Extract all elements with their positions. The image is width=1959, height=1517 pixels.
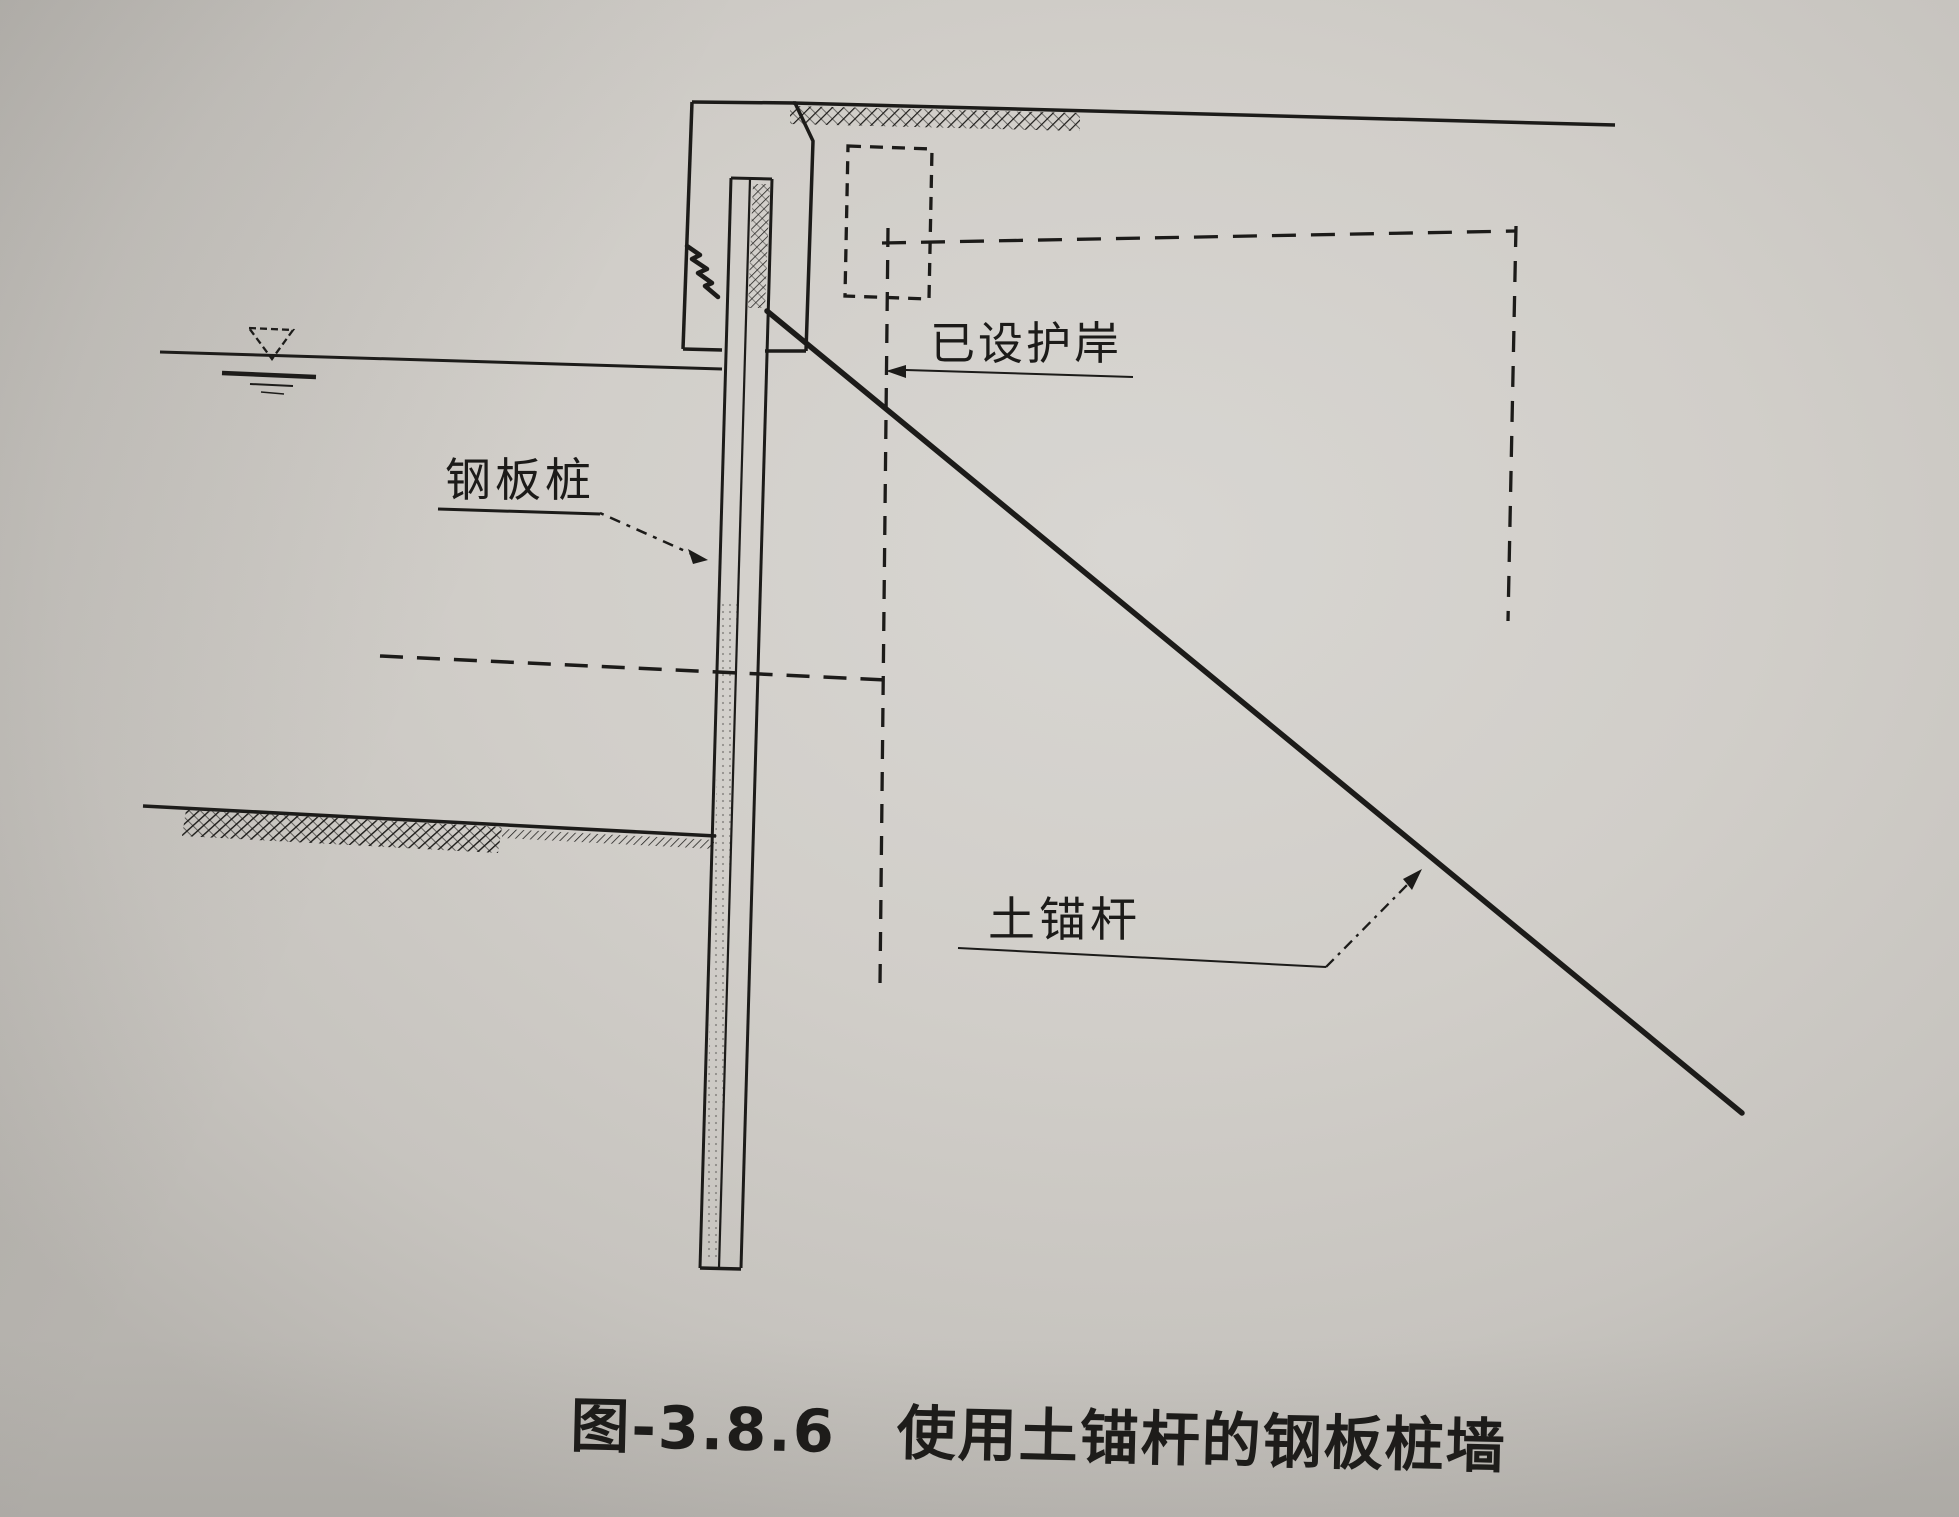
label-existing-revetment: 已设护岸	[886, 317, 1134, 378]
existing-revetment-label: 已设护岸	[930, 317, 1122, 370]
figure-caption: 图-3.8.6 使用土锚杆的钢板桩墙	[570, 1391, 1508, 1481]
water-symbol-bar-2	[249, 383, 294, 387]
label-steel-sheet-pile: 钢板桩	[437, 453, 708, 564]
ground-anchor-label: 土锚杆	[988, 893, 1141, 948]
steel-sheet-pile-leader	[599, 511, 695, 557]
dredge-hatch-fine	[502, 829, 714, 849]
steel-sheet-pile-label: 钢板桩	[445, 453, 595, 507]
water-level-icon	[246, 326, 296, 361]
pile-right-edge	[739, 178, 774, 1269]
right-boundary-dashed-line	[1506, 225, 1518, 622]
existing-revetment-outline	[843, 144, 1518, 986]
pile-left-edge	[698, 177, 733, 1269]
arrow-left-icon	[886, 365, 906, 378]
cap-top-and-right-edge	[691, 100, 815, 352]
pile-bottom-edge	[699, 1266, 742, 1271]
top-ground-surface	[790, 101, 1616, 131]
existing-structure-dashed-rect	[843, 144, 934, 301]
existing-structure-centerline	[878, 227, 890, 986]
pile-cap-structure	[681, 100, 815, 353]
top-ground-line	[792, 101, 1616, 127]
arrow-right-icon	[688, 549, 708, 564]
dredge-line	[142, 804, 717, 853]
pile-head-hatch-overlay	[748, 184, 770, 308]
existing-ground-dashed-line	[881, 229, 1517, 245]
ground-anchor-leader-diagonal	[1325, 879, 1413, 968]
steel-sheet-pile	[698, 176, 774, 1271]
ground-anchor-rod	[764, 308, 1745, 1116]
pile-shaft-speckle	[703, 600, 737, 1258]
dredge-hatch-overlay	[182, 810, 502, 853]
steel-sheet-pile-underline	[437, 507, 601, 516]
water-level	[159, 326, 723, 395]
existing-revetment-underline	[905, 369, 1134, 378]
water-symbol-bar-1	[221, 370, 317, 380]
pile-top-edge	[730, 176, 773, 181]
excavation-level-dashed-line	[379, 654, 887, 682]
water-surface-line	[159, 350, 723, 371]
ground-anchor-underline-leader	[957, 947, 1327, 968]
pile-inner-line	[717, 178, 752, 1269]
anchor-head-connection-detail	[684, 243, 721, 300]
top-ground-hatch-overlay	[790, 106, 1080, 131]
dredge-ground-line	[142, 804, 717, 838]
water-symbol-bar-3	[260, 391, 285, 395]
arrow-up-right-icon	[1403, 869, 1422, 890]
cap-left-edge	[681, 101, 694, 350]
cap-bottom-edge-left	[682, 347, 723, 352]
label-ground-anchor: 土锚杆	[957, 869, 1422, 968]
